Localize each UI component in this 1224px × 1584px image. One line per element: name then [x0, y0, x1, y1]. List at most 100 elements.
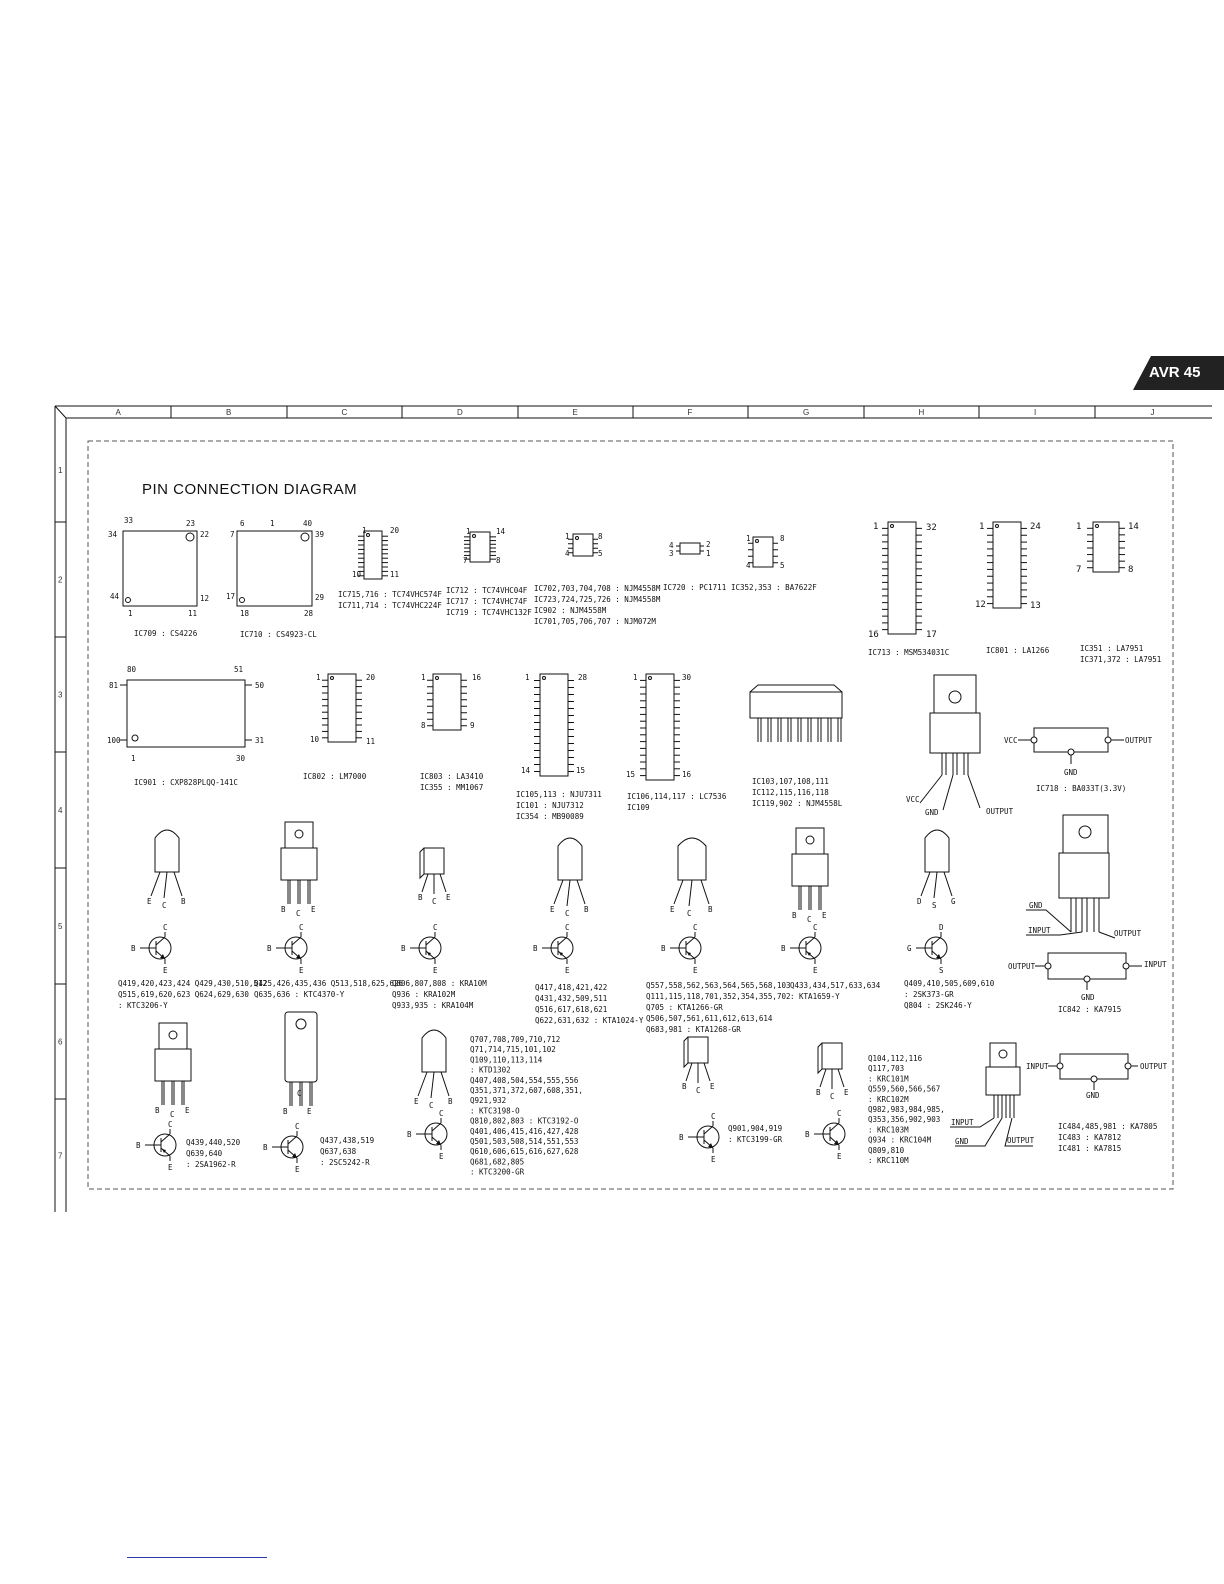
pin-label: C: [696, 1086, 701, 1095]
svg-text:INPUT: INPUT: [951, 1118, 974, 1127]
pin1-marker: [542, 676, 546, 680]
ic842-symbol: OUTPUT INPUT GND IC842 : KA7915: [1008, 952, 1167, 1014]
arrow: [807, 952, 811, 956]
ic484-symbol: INPUT OUTPUT GND IC484,485,981 : KA7805 …: [1026, 1053, 1168, 1153]
svg-text:11: 11: [366, 737, 375, 746]
grid-col-label: B: [226, 408, 231, 417]
grid-row-label: 7: [58, 1152, 63, 1161]
ic352-label: IC352,353 : BA7622F: [731, 583, 817, 592]
transistor-lead: [430, 1071, 435, 1099]
transistor-lead: [163, 871, 168, 899]
svg-text:81: 81: [109, 681, 118, 690]
pin-label: C: [687, 909, 692, 918]
svg-text:1: 1: [633, 673, 638, 682]
svg-text:24: 24: [1030, 522, 1041, 532]
pin-label: E: [844, 1088, 849, 1097]
pin1-marker: [472, 534, 476, 538]
svg-text:OUTPUT: OUTPUT: [1008, 962, 1036, 971]
svg-text:20: 20: [390, 526, 400, 535]
svg-text:20: 20: [366, 673, 376, 682]
ic718-to220: VCC GND OUTPUT: [906, 674, 1014, 817]
part-label: Q806,807,808 : KRA10M: [392, 979, 487, 988]
pin-label: E: [837, 1152, 842, 1161]
to220-tab: [795, 827, 825, 855]
pin1-marker: [366, 533, 370, 537]
pin-label: E: [185, 1106, 190, 1115]
ic-body: [363, 530, 383, 580]
to220-body: [791, 853, 829, 887]
ic802-soic: [322, 673, 362, 743]
transistor-lead: [439, 873, 447, 893]
pin1-marker: [435, 676, 439, 680]
grid-col-label: C: [342, 408, 348, 417]
grid-row-label: 1: [58, 466, 63, 475]
part-label: Q351,371,372,607,608,351,: [470, 1086, 583, 1095]
part-label: : KRC102M: [868, 1095, 909, 1104]
svg-text:11: 11: [390, 570, 399, 579]
pin-label: B: [661, 944, 666, 953]
pin-label: B: [805, 1130, 810, 1139]
collector-lead: [155, 936, 166, 946]
svg-text:31: 31: [255, 736, 264, 745]
collector-lead: [425, 936, 436, 946]
svg-text:IC483 : KA7812: IC483 : KA7812: [1058, 1133, 1121, 1142]
svg-text:IC701,705,706,707 : NJM072M: IC701,705,706,707 : NJM072M: [534, 617, 656, 626]
pin-label: B: [679, 1133, 684, 1142]
pin-label: B: [682, 1082, 687, 1091]
to92-body: [557, 837, 583, 881]
svg-text:OUTPUT: OUTPUT: [1007, 1136, 1035, 1145]
svg-text:30: 30: [236, 754, 246, 763]
part-label: Q705 : KTA1266-GR: [646, 1003, 723, 1012]
pin-label: E: [446, 893, 451, 902]
ic901-qfp: 80 51 81 50 100 31 1 30 IC901 : CXP828PL…: [107, 665, 265, 787]
svg-text:32: 32: [926, 523, 937, 533]
pin-label: E: [710, 1082, 715, 1091]
ic842-to220: GND INPUT OUTPUT: [1026, 814, 1142, 939]
svg-text:28: 28: [578, 673, 588, 682]
grid-col-label: I: [1034, 408, 1036, 417]
to220-tab: [158, 1022, 188, 1050]
ic352-soic: [748, 536, 778, 568]
svg-text:10: 10: [310, 735, 320, 744]
arrow: [936, 954, 941, 959]
pin-label: D: [917, 897, 922, 906]
svg-text:29: 29: [315, 593, 324, 602]
pin-label: C: [813, 923, 818, 932]
part-label: Q433,434,517,633,634: [790, 981, 881, 990]
grid-col-label: J: [1151, 408, 1155, 417]
svg-text:8: 8: [421, 721, 426, 730]
part-label: : 2SC5242-R: [320, 1158, 370, 1167]
pin-label: B: [281, 905, 286, 914]
part-label: : KRC101M: [868, 1074, 909, 1083]
pin-label: C: [432, 897, 437, 906]
ic103-sip: [749, 684, 843, 742]
pin-label: B: [418, 893, 423, 902]
part-label: Q635,636 : KTC4370-Y: [254, 990, 345, 999]
diagram-title: PIN CONNECTION DIAGRAM: [142, 481, 357, 498]
ic718-symbol: VCC OUTPUT GND IC718 : BA033T(3.3V): [1004, 727, 1153, 793]
grid-row-label: 5: [58, 922, 63, 931]
ic715-label: IC715,716 : TC74VHC574F: [338, 590, 442, 599]
ic-body: [572, 533, 594, 557]
collector-lead: [287, 1135, 298, 1145]
pin-label: B: [792, 911, 797, 920]
pin-label: B: [131, 944, 136, 953]
svg-text:4: 4: [746, 561, 751, 570]
part-label: Q111,115,118,701,352,354,355,702: [646, 992, 791, 1001]
svg-text:80: 80: [127, 665, 137, 674]
part-label: Q810,802,803 : KTC3192-O: [470, 1117, 579, 1126]
pin-label: C: [565, 909, 570, 918]
part-label: Q901,904,919: [728, 1124, 782, 1133]
pin-label: C: [295, 1122, 300, 1131]
grid-col-label: A: [116, 408, 122, 417]
svg-text:IC723,724,725,726 : NJM4558M: IC723,724,725,726 : NJM4558M: [534, 595, 661, 604]
pin-label: B: [816, 1088, 821, 1097]
ic803-soic: [427, 673, 467, 731]
